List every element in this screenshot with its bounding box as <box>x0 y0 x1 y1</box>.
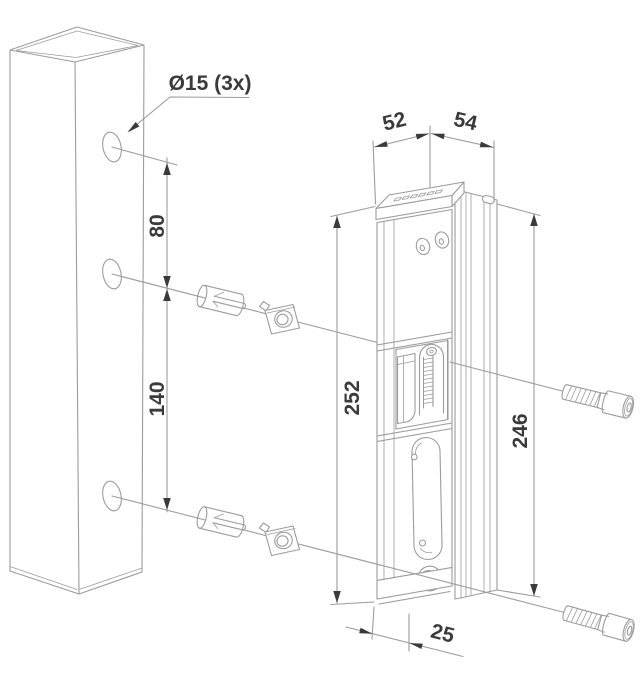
square-post <box>9 26 145 595</box>
top-cap <box>375 181 465 221</box>
latch-housing <box>418 343 445 416</box>
threaded-bushing-lower <box>258 522 301 557</box>
threaded-bushing-upper <box>258 300 301 335</box>
slot-notch-upper <box>410 453 418 461</box>
width-dimension-52: 52 <box>372 108 431 205</box>
plate-tab <box>481 194 495 205</box>
vent-slots <box>393 189 444 202</box>
dim-140-label: 140 <box>146 381 169 416</box>
dim-52-label: 52 <box>380 108 408 136</box>
expansion-insert-lower <box>194 505 249 540</box>
dim-246-label: 246 <box>509 413 532 448</box>
hole-spacing-dimension: 80 140 <box>111 146 178 513</box>
height-dimension-246: 246 <box>496 203 541 598</box>
latch-mechanism <box>376 331 453 443</box>
socket-screw-lower <box>560 601 637 644</box>
expansion-insert-upper <box>194 283 249 318</box>
mounting-axis-upper-right <box>449 361 565 393</box>
adjustment-screw <box>425 346 438 357</box>
hole-callout: Ø15 (3x) <box>127 72 252 133</box>
dim-25-label: 25 <box>428 620 457 648</box>
fixing-rivets <box>415 231 450 256</box>
mounting-axis-lower <box>111 495 566 614</box>
socket-screw-upper <box>559 379 636 420</box>
serrated-latch <box>422 355 434 409</box>
dim-80-label: 80 <box>146 214 169 237</box>
dim-54-label: 54 <box>451 108 479 136</box>
back-plate <box>454 188 498 600</box>
bottom-cap <box>376 566 453 605</box>
height-dimension-252: 252 <box>330 205 376 606</box>
dim-252-label: 252 <box>341 380 364 415</box>
latch-keeper <box>396 352 416 425</box>
slot-notch-lower <box>418 539 427 547</box>
lock-body <box>375 181 498 605</box>
hole-diameter-callout: Ø15 (3x) <box>169 72 252 95</box>
strike-slot <box>411 436 443 561</box>
leader-arrowhead <box>127 122 140 133</box>
width-dimension-54: 54 <box>430 108 495 200</box>
depth-dimension-25: 25 <box>345 606 464 658</box>
